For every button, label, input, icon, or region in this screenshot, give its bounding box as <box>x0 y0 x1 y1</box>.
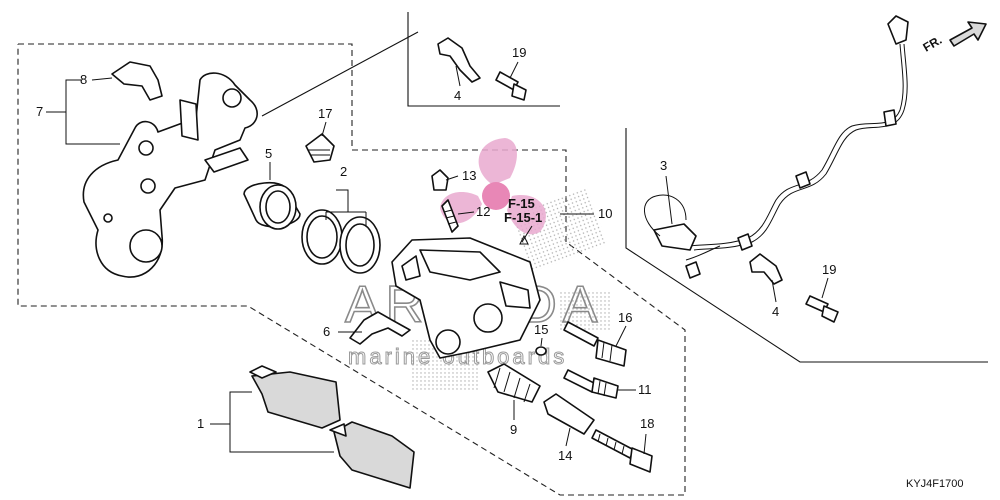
brake-pad-set-part <box>249 365 415 489</box>
slide-pin-part <box>563 369 619 399</box>
callout-9: 9 <box>510 422 517 437</box>
caliper-bracket-part <box>82 72 258 278</box>
callout-11: 11 <box>638 382 652 397</box>
caliper-bolt-part <box>591 429 653 473</box>
callout-19-top: 19 <box>512 45 526 60</box>
bleeder-cap-part <box>431 169 449 191</box>
group-frame <box>17 43 686 496</box>
diagram-code: KYJ4F1700 <box>906 478 963 490</box>
callout-19-right: 19 <box>822 262 836 277</box>
callout-8: 8 <box>80 72 87 87</box>
sensor-clamp-part-top <box>437 37 481 83</box>
o-ring-part <box>535 346 547 356</box>
callout-7: 7 <box>36 104 43 119</box>
callout-labels: 7 8 1 2 5 17 6 13 12 10 15 16 11 9 14 18… <box>36 45 836 463</box>
watermark-logo <box>440 138 546 235</box>
caliper-body-part <box>391 237 541 359</box>
reference-f15: F-15 <box>508 196 535 211</box>
callout-4-top: 4 <box>454 88 461 103</box>
callout-18: 18 <box>640 416 654 431</box>
callout-6: 6 <box>323 324 330 339</box>
collar-part <box>543 393 595 435</box>
callout-15: 15 <box>534 322 548 337</box>
clamp-group-frame <box>407 12 560 107</box>
callout-12: 12 <box>476 204 490 219</box>
callout-3: 3 <box>660 158 667 173</box>
pad-spring-part <box>349 311 411 345</box>
wheel-speed-sensor-part <box>644 15 909 279</box>
callout-13: 13 <box>462 168 476 183</box>
piston-seal-part <box>301 209 381 274</box>
callout-1: 1 <box>197 416 204 431</box>
bolt-part-right <box>805 295 839 323</box>
callout-10: 10 <box>598 206 612 221</box>
front-direction-arrow: FR. <box>921 21 987 55</box>
bleeder-valve-part <box>441 199 459 233</box>
boot-part <box>305 133 335 163</box>
pin-bolt-part <box>563 321 627 367</box>
sensor-group-frame <box>625 128 988 363</box>
callout-14: 14 <box>558 448 572 463</box>
callout-4-right: 4 <box>772 304 779 319</box>
bolt-part-top <box>495 71 527 101</box>
reference-f15-1: F-15-1 <box>504 210 542 225</box>
callout-5: 5 <box>265 146 272 161</box>
piston-part <box>243 181 301 230</box>
leader-lines <box>46 61 829 455</box>
callout-2: 2 <box>340 164 347 179</box>
sensor-clamp-part-right <box>749 253 783 285</box>
front-marker-text: FR. <box>921 33 945 55</box>
callout-17: 17 <box>318 106 332 121</box>
pin-boot-part <box>487 363 541 403</box>
pad-spring-clip-part <box>111 61 163 101</box>
callout-16: 16 <box>618 310 632 325</box>
